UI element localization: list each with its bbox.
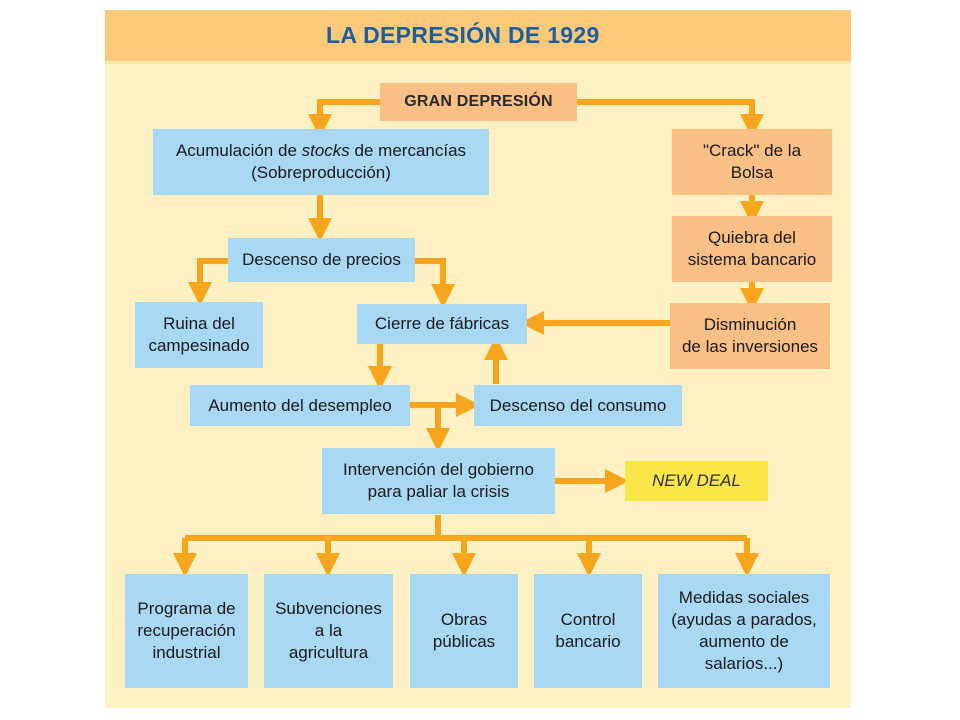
node-cierre-fabricas: Cierre de fábricas [357,304,527,344]
page-title: LA DEPRESIÓN DE 1929 [326,22,600,48]
node-medidas-sociales: Medidas sociales (ayudas a parados, aume… [658,574,830,688]
node-intervencion-gobierno: Intervención del gobierno para paliar la… [322,448,555,514]
node-descenso-consumo: Descenso del consumo [474,385,682,426]
node-subvenciones-agricultura: Subvenciones a la agricultura [264,574,393,688]
node-aumento-desempleo: Aumento del desempleo [190,385,410,426]
node-acumulacion-stocks: Acumulación de stocks de mercancías (Sob… [153,129,489,195]
node-crack-bolsa: "Crack" de la Bolsa [672,129,832,195]
node-acumulacion-line1: Acumulación de stocks de mercancías [175,141,467,160]
node-quiebra-bancario: Quiebra del sistema bancario [672,216,832,282]
node-programa-recuperacion: Programa de recuperación industrial [125,574,248,688]
node-obras-publicas: Obras públicas [410,574,518,688]
header-band [105,10,851,64]
node-ruina-campesinado: Ruina del campesinado [135,302,263,368]
node-control-bancario: Control bancario [534,574,642,688]
arrow-precios-to-ruina [188,258,228,306]
arrow-gran-to-acumulacion [308,99,380,138]
arrow-gran-to-crack [577,99,764,138]
node-disminucion-inversiones: Disminución de las inversiones [670,303,830,369]
node-gran-depresion: GRAN DEPRESIÓN [380,83,577,121]
node-new-deal: NEW DEAL [625,461,768,501]
node-descenso-precios: Descenso de precios [228,238,415,282]
node-acumulacion-line2: (Sobreproducción) [251,163,391,182]
arrow-precios-to-cierre [415,258,455,308]
